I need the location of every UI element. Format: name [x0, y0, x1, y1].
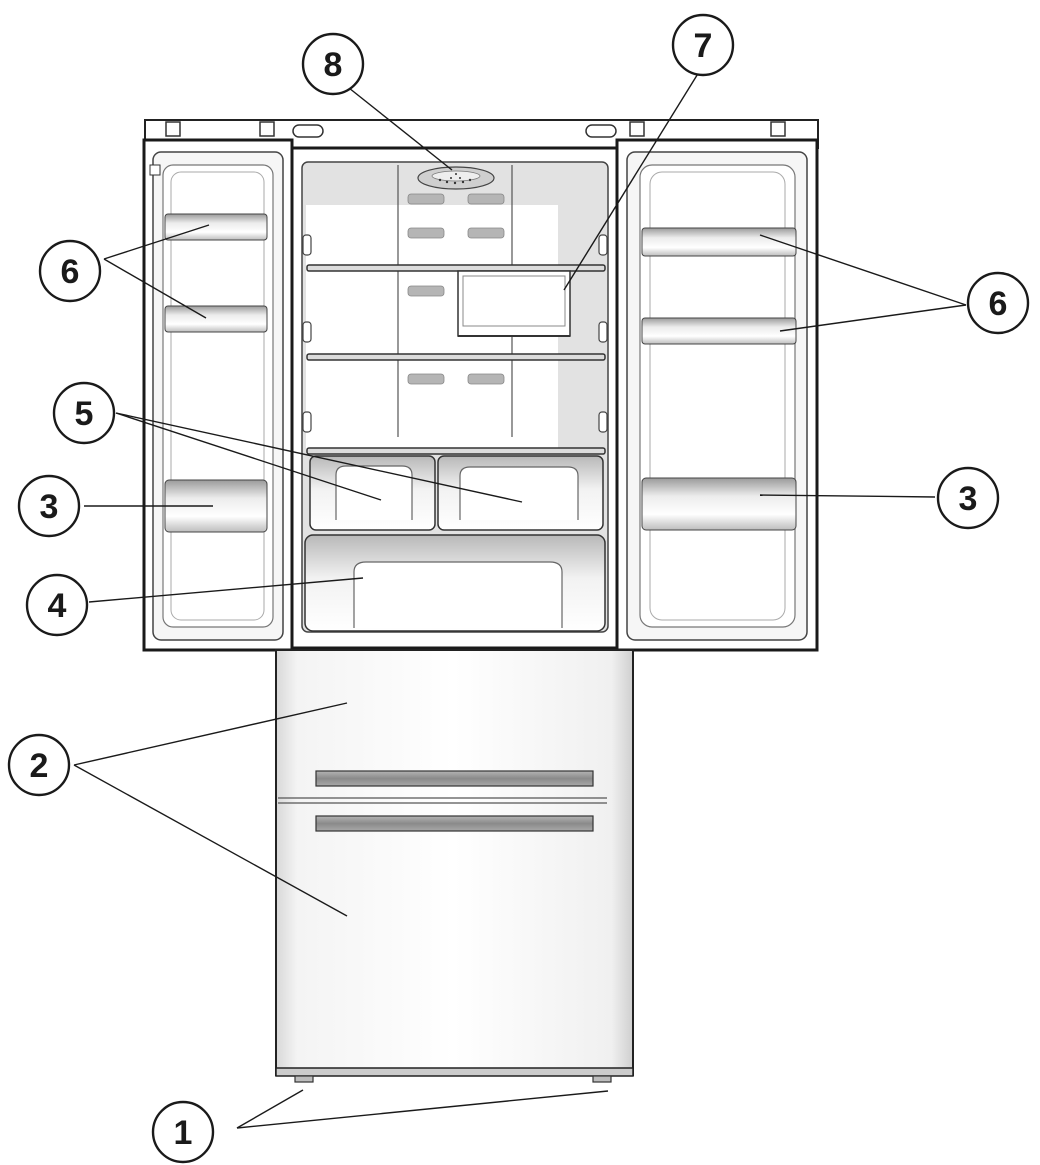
adjustable-foot-right: [592, 1075, 612, 1083]
door-shelf-right-upper: [641, 227, 797, 257]
crisper-drawer-right: [437, 455, 604, 531]
callout-2: 2: [7, 733, 71, 797]
callout-2-label: 2: [30, 747, 49, 785]
door-bin-right-lower: [641, 477, 797, 531]
egg-tray: [457, 270, 571, 337]
glass-shelf: [306, 264, 606, 272]
glass-shelf: [306, 353, 606, 361]
callout-7: 7: [671, 13, 735, 77]
door-shelf-left-upper: [164, 213, 268, 241]
callout-6-right-label: 6: [989, 285, 1008, 323]
callout-4: 4: [25, 573, 89, 637]
callout-8: 8: [301, 32, 365, 96]
callout-3-right-label: 3: [959, 480, 978, 518]
right-door: [615, 138, 819, 652]
interior-light: [417, 166, 495, 190]
leader-lines: [73, 71, 967, 1129]
door-shelf-left-middle: [164, 305, 268, 333]
callout-3-right: 3: [936, 466, 1000, 530]
callout-6-left: 6: [38, 239, 102, 303]
callout-7-label: 7: [694, 27, 713, 65]
callout-6-right: 6: [966, 271, 1030, 335]
callout-8-label: 8: [324, 46, 343, 84]
chiller-drawer: [304, 534, 606, 632]
freezer-drawer: [275, 649, 634, 1077]
callout-3-left-label: 3: [40, 488, 59, 526]
callout-1: 1: [151, 1100, 215, 1164]
callout-6-left-label: 6: [61, 253, 80, 291]
callout-4-label: 4: [48, 587, 67, 625]
glass-shelf: [306, 447, 606, 455]
crisper-drawer-left: [309, 455, 436, 531]
callout-5-label: 5: [75, 395, 94, 433]
callout-1-label: 1: [174, 1114, 193, 1152]
adjustable-foot-left: [294, 1075, 314, 1083]
callout-5: 5: [52, 381, 116, 445]
callout-3-left: 3: [17, 474, 81, 538]
door-shelf-right-middle: [641, 317, 797, 345]
